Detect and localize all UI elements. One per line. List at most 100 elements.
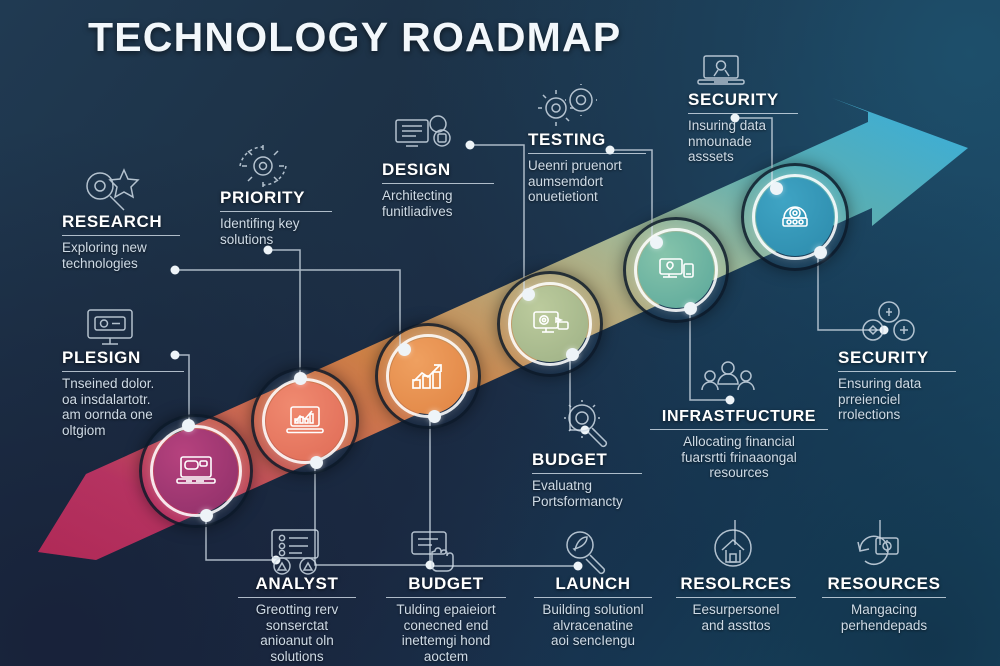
laptop-chat-icon [174, 453, 218, 489]
label-subline: oa insdalartotr. [62, 391, 151, 407]
label-subline: resources [709, 465, 769, 480]
label-divider [650, 429, 828, 430]
node-outer-ring [497, 271, 603, 377]
node-connector-dot-top [182, 419, 195, 432]
label-subline: perhendepads [840, 617, 928, 633]
label-subline: Portsformancty [532, 493, 623, 509]
page-title: TECHNOLOGY ROADMAP [88, 14, 622, 60]
node-connector-dot-right [566, 348, 579, 361]
label-heading: SECURITY [838, 348, 929, 367]
label-heading: RESOURCES [827, 574, 941, 593]
label-subline: inettemgi hond [401, 633, 491, 648]
monitor-settings-icon [528, 308, 572, 340]
monitor-card-icon [82, 306, 144, 352]
label-subline: Allocating financial [683, 434, 795, 449]
label-subline: aumsemdort [528, 173, 604, 189]
label-subline: rrolections [838, 407, 901, 422]
label-divider [534, 597, 652, 598]
label-heading: ANALYST [255, 574, 339, 593]
label-heading: RESOLRCES [680, 574, 792, 593]
label-subline: solutions [220, 231, 274, 247]
gear-cycle-icon [232, 142, 294, 192]
label-subline: technologies [62, 255, 138, 271]
milestone-node-5[interactable] [623, 217, 729, 323]
label-subline: funitliadives [382, 203, 453, 219]
milestone-node-2[interactable] [251, 367, 359, 475]
node-ring [752, 174, 838, 260]
label-divider [62, 235, 180, 236]
label-subline: Mangacing [850, 602, 918, 617]
milestone-node-1[interactable] [139, 414, 253, 528]
node-ring [150, 425, 242, 517]
label-subline: Exploring new [62, 240, 147, 255]
label-research: RESEARCH Exploring new technologies [62, 212, 180, 271]
label-subline: sonserctat [265, 617, 329, 633]
security-badge-icon [774, 200, 816, 234]
node-connector-dot-bottom [310, 456, 323, 469]
label-subline: prreienciel [838, 391, 901, 407]
label-subline: fuarsrtti frinaaongal [681, 449, 797, 465]
label-priority: PRIORITY Identifing key solutions [220, 188, 332, 247]
label-heading: RESEARCH [62, 212, 163, 231]
label-subline: Architecting [382, 188, 453, 203]
node-outer-ring [251, 367, 359, 475]
node-connector-dot-top [294, 372, 307, 385]
label-subline: Building solutionl [542, 602, 644, 617]
node-connector-dot-right [814, 246, 827, 259]
monitor-devices-icon [655, 253, 697, 287]
label-heading: LAUNCH [555, 574, 631, 593]
label-security-right: SECURITY Ensuring data prreienciel rrole… [838, 348, 956, 423]
dashboard-grid-icon [264, 528, 334, 576]
gears-icon [536, 84, 602, 128]
label-security-top: SECURITY Insuring data nmounade asssets [688, 90, 798, 165]
label-launch: LAUNCH Building solutionl alvracenatine … [534, 574, 652, 649]
label-divider [528, 153, 646, 154]
node-connector-dot-top [522, 288, 535, 301]
label-design-left: PLESIGN Tnseined dolor. oa insdalartotr.… [62, 348, 184, 438]
label-divider [386, 597, 506, 598]
label-divider [220, 211, 332, 212]
node-ring [634, 228, 718, 312]
label-heading: DESIGN [382, 160, 451, 179]
hand-touch-icon [408, 528, 466, 576]
coins-cycle-icon [858, 300, 920, 346]
label-divider [688, 113, 798, 114]
label-subline: Ueenri pruenort [528, 158, 622, 173]
label-heading: BUDGET [532, 450, 608, 469]
label-subline: Tnseined dolor. [62, 376, 155, 391]
label-heading: PRIORITY [220, 188, 306, 207]
label-subline: aoi sencIengu [550, 633, 636, 648]
label-subline: onuetietiont [528, 189, 598, 204]
node-ring [508, 282, 592, 366]
label-subline: Tulding epaieiort [396, 602, 496, 617]
label-subline: am oornda one [62, 407, 153, 422]
label-subline: solutions [270, 648, 324, 664]
label-heading: PLESIGN [62, 348, 141, 367]
node-connector-dot-top [650, 236, 663, 249]
node-outer-ring [623, 217, 729, 323]
label-heading: SECURITY [688, 90, 779, 109]
label-subline: asssets [688, 149, 734, 164]
laptop-shield-icon [694, 50, 758, 96]
milestone-node-6[interactable] [741, 163, 849, 271]
milestone-node-3[interactable] [375, 323, 481, 429]
label-divider [676, 597, 796, 598]
label-subline: Greotting rerv [255, 602, 339, 617]
node-connector-dot-bottom [684, 302, 697, 315]
label-testing: TESTING Ueenri pruenort aumsemdort onuet… [528, 130, 646, 205]
label-divider [238, 597, 356, 598]
milestone-node-4[interactable] [497, 271, 603, 377]
refresh-settings-icon [848, 528, 910, 574]
label-resources-right: RESOURCES Mangacing perhendepads [822, 574, 946, 633]
label-budget-mid: BUDGET Evaluatng Portsformancty [532, 450, 642, 509]
label-subline: aoctem [423, 648, 469, 664]
label-divider [838, 371, 956, 372]
label-budget-bottom: BUDGET Tulding epaieiort conecned end in… [386, 574, 506, 664]
label-divider [532, 473, 642, 474]
label-subline: oltgiom [62, 422, 106, 438]
label-divider [382, 183, 494, 184]
label-analyst: ANALYST Greotting rerv sonserctat anioan… [238, 574, 356, 664]
label-divider [62, 371, 184, 372]
node-outer-ring [375, 323, 481, 429]
